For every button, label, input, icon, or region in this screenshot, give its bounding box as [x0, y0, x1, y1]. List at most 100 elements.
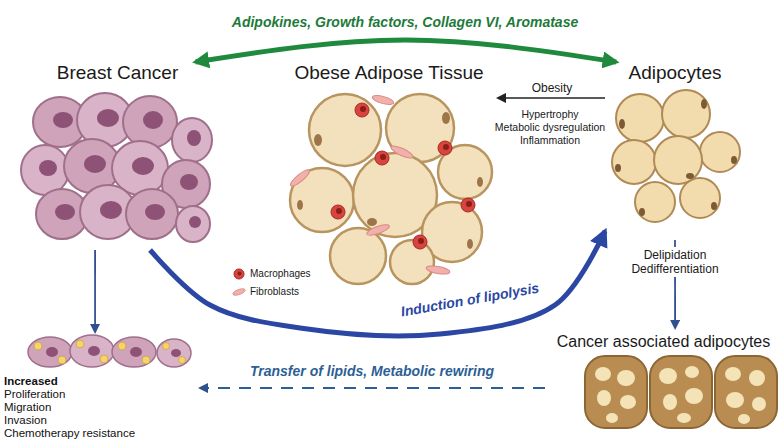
macrophage-cell: [418, 238, 424, 244]
breast-cancer-cells: [172, 118, 212, 162]
lipid-laden-cancer-cells: [163, 343, 170, 350]
lipid-laden-cancer-cells: [70, 335, 114, 367]
lipid-laden-cancer-cells: [28, 335, 191, 367]
adipocyte-cluster: [686, 173, 694, 179]
flow-arrow: [196, 40, 617, 62]
effect-label: Metabolic dysregulation: [495, 121, 605, 134]
macrophage-cell: [336, 106, 472, 244]
legend-entry: Macrophages: [232, 268, 311, 280]
lipid-laden-cancer-cells: [171, 349, 181, 357]
breast-cancer-panel: Breast Cancer: [20, 62, 215, 250]
cancer-associated-adipocyte-cells: [595, 366, 766, 424]
adipocyte-cluster: [654, 136, 702, 184]
adipocyte-cluster: [635, 182, 675, 222]
adipose-tissue-illustration: [289, 94, 492, 284]
adipocyte-cluster: [639, 208, 645, 216]
cancer-associated-adipocyte-cells: [738, 414, 750, 424]
effect-item: Migration: [4, 401, 200, 414]
panel-heading: Adipocytes: [605, 62, 745, 84]
cancer-associated-adipocyte-cells: [726, 392, 744, 408]
fibroblast-cell: [371, 94, 394, 106]
cancer-associated-adipocyte-cells: [606, 413, 618, 423]
fibroblast-icon: [232, 287, 246, 296]
breast-cancer-cells: [132, 157, 154, 175]
lipid-laden-cancer-cells: [130, 347, 142, 357]
breast-cancer-cells: [21, 145, 69, 195]
adipose-tissue-illustration: [367, 218, 377, 226]
macrophage-cell: [360, 106, 366, 112]
breast-cancer-cells: [21, 93, 212, 242]
cancer-associated-adipocyte-cells: [677, 413, 691, 423]
adipocyte-cluster: [700, 132, 740, 172]
adipose-tissue-illustration: [477, 177, 483, 187]
breast-cancer-cells: [189, 216, 201, 228]
lipid-laden-cancer-cells: [58, 356, 66, 364]
arrow-label: Induction of lipolysis: [400, 279, 541, 320]
adipocyte-cluster: [615, 99, 737, 216]
adipocyte-cluster: [711, 202, 717, 210]
arrow-label: Obesity: [532, 81, 573, 95]
breast-cancer-cells: [123, 96, 177, 148]
cancer-associated-adipocyte-cells: [620, 395, 636, 409]
adipose-tissue-illustration: [467, 239, 473, 249]
adipocyte-cluster: [612, 90, 740, 222]
adipocyte-cluster: [662, 90, 710, 138]
breast-cancer-cells: [143, 111, 163, 129]
flow-arrow: [498, 97, 605, 99]
breast-cancer-cells: [55, 204, 75, 220]
breast-cancer-cells: [126, 189, 178, 239]
breast-cancer-cells: [21, 93, 212, 242]
arrow-label: Transfer of lipids, Metabolic rewiring: [247, 362, 497, 381]
macrophage-cell: [331, 205, 345, 219]
effect-item: Invasion: [4, 414, 200, 427]
lipid-laden-cancer-cells: [179, 357, 186, 364]
adipose-tissue-illustration: [390, 240, 434, 284]
cancer-associated-adipocyte-cells: [659, 368, 677, 384]
panel-heading: Breast Cancer: [20, 62, 215, 84]
panel-heading: Cancer associated adipocytes: [545, 332, 782, 351]
lipid-laden-cancer-cells: [88, 346, 100, 356]
breast-cancer-cells: [53, 112, 73, 128]
adipose-tissue-illustration: [290, 94, 492, 284]
legend-icon: [232, 286, 246, 298]
macrophage-cell: [331, 103, 475, 249]
adipocyte-cluster: [731, 156, 737, 164]
lipid-laden-cancer-cells: [46, 346, 181, 357]
adipose-tissue-illustration: [314, 134, 322, 146]
lipid-laden-cancer-panel: IncreasedProliferationMigrationInvasionC…: [2, 332, 200, 440]
effect-label: Inflammation: [520, 134, 580, 147]
effect-heading: Increased: [4, 375, 200, 388]
adipose-tissue-illustration: [297, 200, 303, 210]
effect-label: Hypertrophy: [521, 108, 578, 121]
macrophage-cell: [380, 154, 386, 160]
cancer-associated-adipocyte-cells: [617, 370, 635, 386]
lipid-laden-cancer-cells: [46, 347, 58, 357]
lipid-laden-cancer-cells: [157, 339, 191, 367]
lipid-laden-cancer-cells: [118, 342, 126, 350]
lipid-laden-cancer-cells: [28, 335, 191, 367]
breast-cancer-cells: [100, 201, 122, 219]
adipose-tissue-illustration: [330, 228, 386, 284]
adipose-tissue-illustration: [297, 112, 483, 249]
cancer-associated-adipocyte-cells: [663, 394, 677, 410]
fibroblast-cell: [366, 223, 391, 238]
arrow-label: Delipidation Dedifferentiation: [622, 247, 728, 277]
lipid-laden-cancer-cells: [100, 355, 108, 363]
macrophage-cell: [375, 151, 389, 165]
arrow-label: Adipokines, Growth factors, Collagen VI,…: [232, 14, 578, 31]
cancer-associated-adipocyte-cells: [595, 367, 611, 381]
macrophage-cell: [336, 208, 342, 214]
adipose-tissue-illustration: [442, 112, 450, 124]
cancer-associated-adipocyte-cells: [650, 356, 712, 428]
breast-cancer-cells: [39, 109, 201, 228]
cancer-associated-adipocyte-cells: [749, 370, 765, 386]
lipid-laden-cancer-cells: [34, 342, 42, 350]
macrophage-cell: [466, 201, 472, 207]
adipocyte-cluster: [680, 178, 720, 218]
breast-cancer-cells: [145, 204, 165, 220]
macrophage-cell: [413, 235, 427, 249]
cancer-associated-adipocyte-cells: [685, 366, 699, 378]
breast-cancer-cells: [187, 130, 201, 146]
breast-cancer-cells: [97, 109, 119, 127]
macrophage-icon: [234, 269, 244, 279]
